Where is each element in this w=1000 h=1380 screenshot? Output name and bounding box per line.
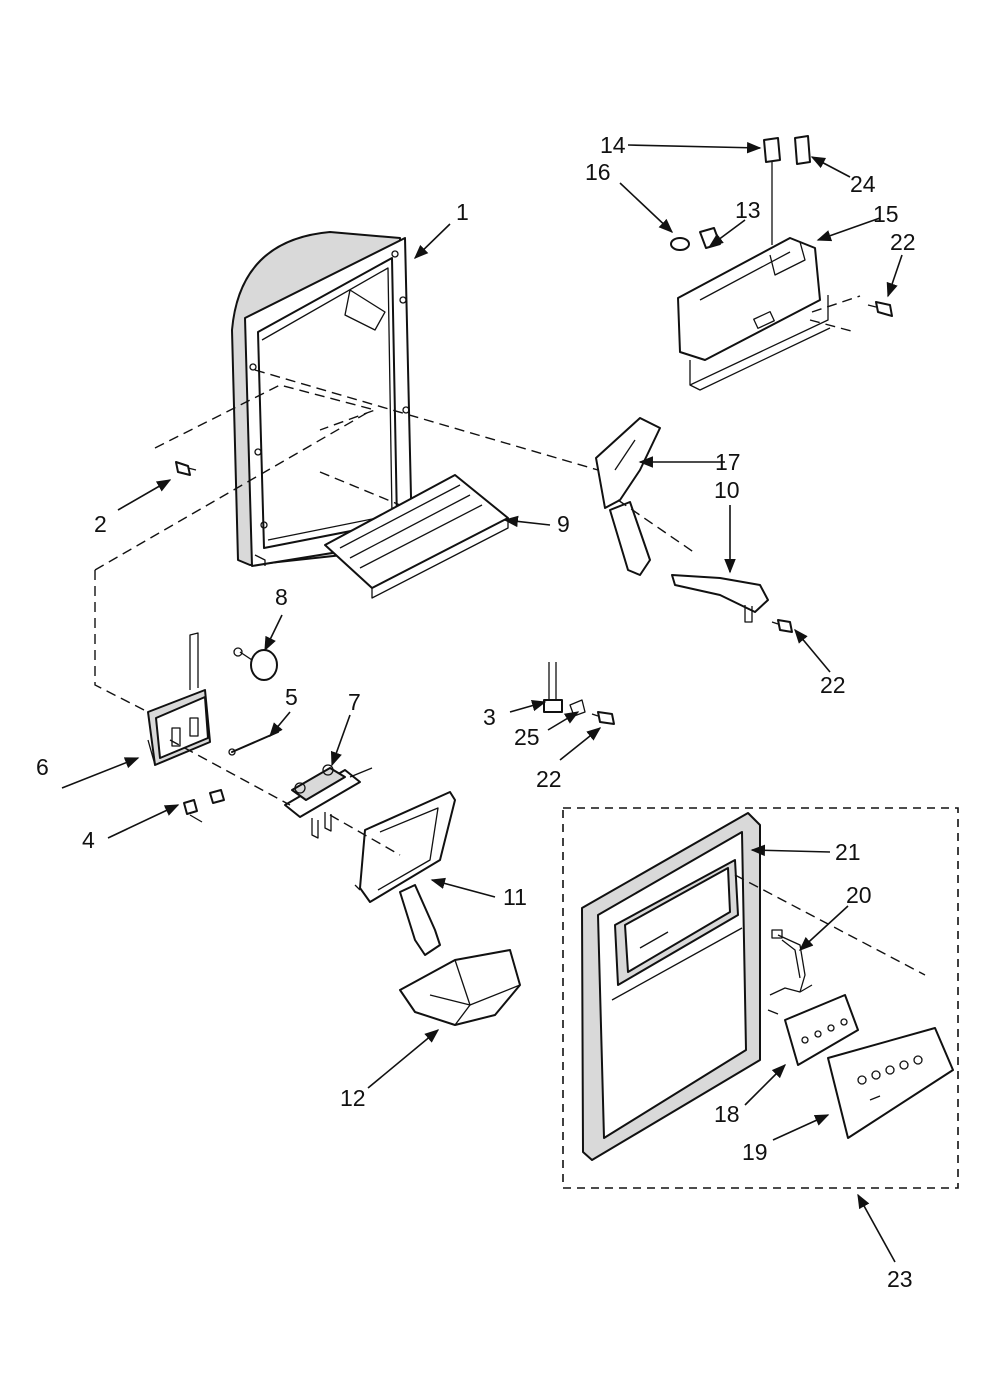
callout-labels: 1 2 3 4 5 6 7 8 9 10 11 12 13 14 15 16 1… [36,132,916,1292]
screw-part-22-b [591,711,615,725]
callout-10: 10 [714,477,740,503]
callout-20: 20 [846,882,872,908]
clip-part-4 [183,789,225,823]
callout-15: 15 [873,201,899,227]
control-housing-part-15 [677,237,831,391]
ice-chute-arm-part-11 [354,791,456,956]
callout-19: 19 [742,1139,768,1165]
switch-part-14 [763,137,781,245]
lamp-bulb-part-16 [670,237,690,251]
callout-24: 24 [850,171,876,197]
screw-part-22-a [771,619,793,633]
assembly-23-boundary [562,807,959,1189]
spring-part-25 [569,699,586,717]
callout-25: 25 [514,724,540,750]
wire-harness-part-20 [769,929,813,996]
callout-17: 17 [715,449,741,475]
switch-part-3 [543,662,563,713]
ice-funnel-part-12 [399,949,521,1026]
callout-23: 23 [887,1266,913,1292]
screw-part-2 [175,461,197,476]
callout-21: 21 [835,839,861,865]
callout-2: 2 [94,511,107,537]
leader-arrows [61,141,903,1263]
lamp-socket-part-13 [699,227,721,249]
bracket-part-7 [284,764,373,839]
callout-5: 5 [285,684,298,710]
callout-13: 13 [735,197,761,223]
callout-6: 6 [36,754,49,780]
front-panel-part-21 [581,812,761,1161]
callout-12: 12 [340,1085,366,1111]
water-lever-part-10 [671,574,769,623]
dispenser-housing-part [231,231,413,567]
callout-3: 3 [483,704,496,730]
callout-14: 14 [600,132,626,158]
callout-11: 11 [503,884,527,910]
callout-1: 1 [456,199,469,225]
alignment-lines [94,295,926,976]
actuator-part-8 [233,647,278,681]
solenoid-part-6 [147,632,211,766]
lever-part-17 [595,417,661,576]
callout-4: 4 [82,827,95,853]
callout-22-upper: 22 [890,229,916,255]
callout-16: 16 [585,159,611,185]
touch-pad-part-19 [827,1027,954,1139]
callout-18: 18 [714,1101,740,1127]
callout-7: 7 [348,689,361,715]
callout-22-middle: 22 [820,672,846,698]
callout-22-lower: 22 [536,766,562,792]
callout-8: 8 [275,584,288,610]
callout-9: 9 [557,511,570,537]
screw-part-22-c [867,301,893,317]
control-board-part-18 [767,994,859,1066]
cover-part-24 [794,135,811,165]
